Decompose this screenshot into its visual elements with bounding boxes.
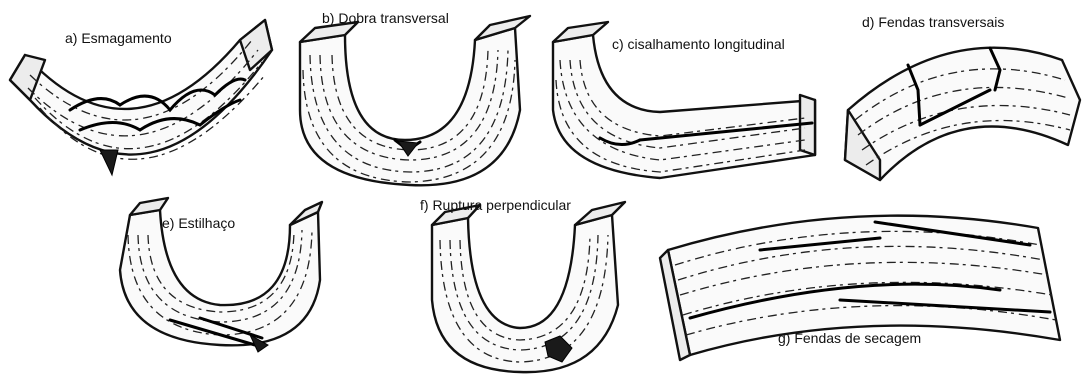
panel-g-label: g) Fendas de secagem	[778, 330, 921, 346]
